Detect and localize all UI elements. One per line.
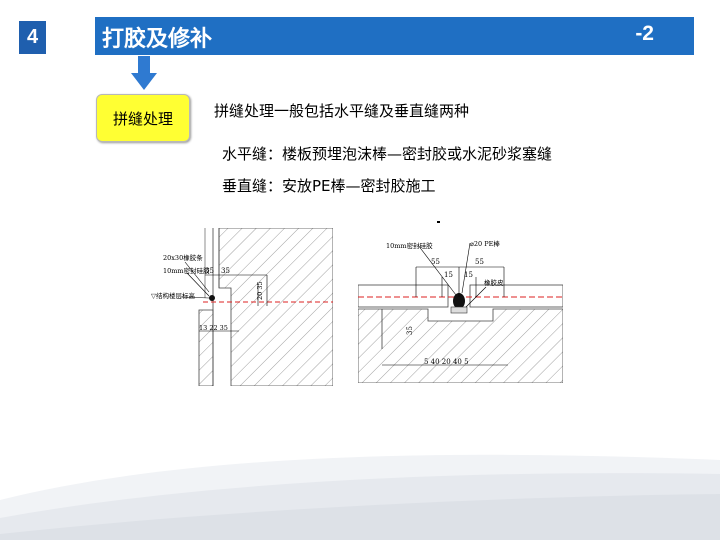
label-sealant: 10mm密封硅胶 — [386, 241, 433, 250]
topic-tag-label: 拼缝处理 — [112, 109, 173, 128]
horizontal-joint-text: 水平缝：楼板预埋泡沫棒—密封胶或水泥砂浆塞缝 — [222, 145, 553, 163]
vertical-joint-drawing: 20x30橡胶条 10mm密封硅胶 ▽结构楼层标高 35 35 13 22 35… — [151, 228, 333, 386]
topic-tag: 拼缝处理 — [96, 94, 190, 142]
dim-35-b: 35 — [221, 267, 230, 275]
page-title-suffix: -2 — [635, 22, 654, 45]
section-number: 4 — [26, 26, 39, 48]
down-arrow-icon — [131, 56, 157, 90]
label-sealant: 10mm密封硅胶 — [163, 266, 210, 275]
decorative-wave — [0, 454, 720, 540]
label-rubber-sheet: 橡胶皮 — [484, 278, 504, 287]
title-bar: 打胶及修补 -2 — [95, 17, 694, 55]
horizontal-joint-drawing: 10mm密封硅胶 ⌀20 PE棒 橡胶皮 55 55 15 15 35 5 40… — [358, 239, 563, 383]
label-rubber-strip: 20x30橡胶条 — [163, 253, 203, 262]
dim-55-b: 55 — [475, 258, 484, 266]
dim-35-a: 35 — [205, 267, 214, 275]
dim-15-b: 15 — [464, 271, 473, 279]
dim-bottom: 5 40 20 40 5 — [424, 358, 469, 366]
dim-vertical: 20 35 — [256, 281, 264, 300]
intro-text: 拼缝处理一般包括水平缝及垂直缝两种 — [214, 102, 470, 120]
dim-15-a: 15 — [444, 271, 453, 279]
dash-mark — [437, 221, 440, 223]
dim-35: 35 — [406, 326, 414, 335]
label-floor-level: ▽结构楼层标高 — [151, 291, 195, 300]
page-title: 打胶及修补 — [102, 27, 213, 52]
vertical-joint-text: 垂直缝：安放PE棒—密封胶施工 — [222, 177, 436, 195]
label-pe-rod: ⌀20 PE棒 — [470, 239, 500, 248]
dim-bottom: 13 22 35 — [199, 324, 228, 332]
dim-55-a: 55 — [431, 258, 440, 266]
section-number-badge: 4 — [19, 21, 46, 54]
